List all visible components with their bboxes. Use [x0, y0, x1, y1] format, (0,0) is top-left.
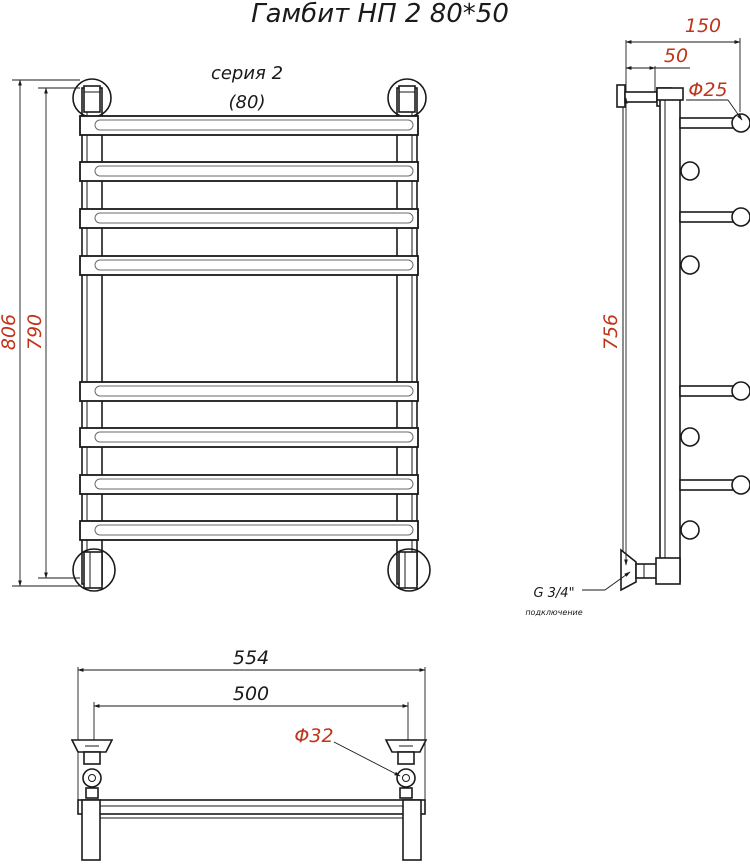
crossbar: [79, 474, 419, 495]
right-bottom-mount: [387, 548, 431, 592]
bottom-view: 554 500 Φ32: [70, 647, 428, 861]
crossbar: [79, 427, 419, 448]
height-dimensions: [12, 79, 80, 587]
connection-thread-label: G 3/4": [533, 586, 574, 601]
side-height-label: 756: [600, 314, 622, 350]
side-depth-label: 150: [685, 15, 721, 37]
connection-note-label: подключение: [525, 608, 582, 617]
crossbars: [79, 115, 419, 541]
series-value: (80): [229, 92, 266, 113]
crossbar: [79, 115, 419, 136]
series-label: серия 2: [211, 63, 283, 84]
side-diameter-label: Φ25: [688, 79, 727, 101]
left-valve: [70, 739, 114, 799]
left-bottom-mount: [72, 548, 116, 592]
drawing-title: Гамбит НП 2 80*50: [251, 0, 509, 29]
axis-height-label: 790: [24, 314, 46, 350]
side-riser: [659, 91, 681, 583]
right-valve: [384, 739, 428, 799]
crossbar: [79, 208, 419, 229]
front-view: серия 2 (80): [0, 63, 431, 592]
bottom-valve: [620, 548, 681, 592]
side-offset-label: 50: [664, 45, 688, 67]
bottom-width-label: 554: [233, 647, 269, 669]
side-crossbars: [679, 113, 750, 540]
side-view: 150 50 Φ25 756 G 3/4" подключение: [525, 15, 750, 617]
crossbar: [79, 520, 419, 541]
crossbar: [79, 161, 419, 182]
crossbar: [79, 255, 419, 276]
overall-height-label: 806: [0, 314, 20, 350]
bottom-axis-label: 500: [233, 683, 269, 705]
bottom-diameter-label: Φ32: [294, 725, 333, 747]
crossbar: [79, 381, 419, 402]
